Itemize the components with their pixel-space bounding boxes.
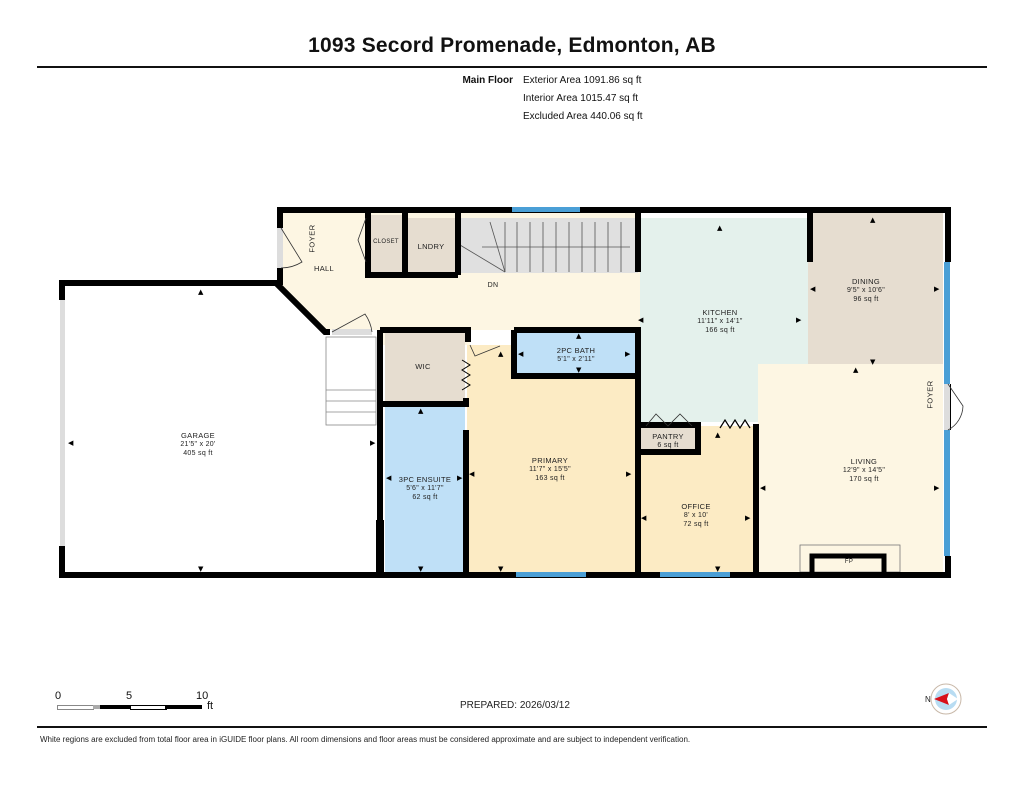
walls [59, 207, 951, 578]
svg-text:▶: ▶ [934, 285, 940, 293]
window-primary [516, 572, 586, 577]
doors [277, 217, 964, 431]
svg-text:◀: ◀ [469, 470, 475, 478]
room-label-3pc-ensuite: 3PC ENSUITE 5'6" x 11'7" 62 sq ft [398, 475, 452, 501]
living-fill-upper [808, 364, 943, 424]
area-values: Exterior Area 1091.86 sq ft Interior Are… [523, 72, 643, 126]
prepared-date: PREPARED: 2026/03/12 [460, 700, 570, 711]
disclaimer-text: White regions are excluded from total fl… [40, 735, 691, 744]
scale-segment [165, 705, 202, 709]
svg-text:▲: ▲ [198, 288, 204, 296]
room-label-hall: HALL [314, 264, 334, 273]
laundry-fill [407, 218, 455, 275]
office-fill [640, 452, 756, 572]
room-label-office: OFFICE 8' x 10' 72 sq ft [681, 502, 711, 528]
svg-text:▶: ▶ [796, 316, 802, 324]
room-label-dining: DINING 9'5" x 10'6" 96 sq ft [846, 277, 886, 303]
svg-text:▶: ▶ [626, 470, 632, 478]
header-rule [37, 66, 987, 68]
svg-text:▼: ▼ [715, 565, 721, 573]
room-label-wic: WIC [415, 362, 431, 371]
room-label-stairs-down: DN [487, 282, 499, 289]
svg-text:▲: ▲ [498, 350, 504, 358]
scale-unit: ft [207, 700, 214, 712]
window-office [660, 572, 730, 577]
room-label-closet: CLOSET [373, 239, 399, 245]
room-label-fireplace: FP [844, 559, 854, 565]
fireplace [809, 553, 887, 572]
stairs-fill [460, 218, 638, 273]
svg-text:▶: ▶ [934, 484, 940, 492]
scale-tick-0: 0 [55, 690, 62, 702]
svg-text:◀: ◀ [518, 350, 524, 358]
svg-text:▼: ▼ [870, 358, 876, 366]
compass-icon: N [925, 683, 962, 715]
room-label-laundry: LNDRY [417, 242, 445, 251]
svg-text:◀: ◀ [760, 484, 766, 492]
compass-north-label: N [925, 695, 931, 704]
room-label-pantry: PANTRY 6 sq ft [652, 432, 684, 449]
svg-text:◀: ◀ [638, 316, 644, 324]
svg-text:▼: ▼ [576, 366, 582, 374]
svg-text:▶: ▶ [370, 439, 376, 447]
svg-text:▶: ▶ [745, 514, 751, 522]
window-right-living [944, 430, 950, 556]
scale-segment [57, 705, 94, 710]
pantry-fill [640, 426, 696, 452]
dining-fill [808, 212, 943, 364]
svg-text:◀: ◀ [810, 285, 816, 293]
svg-text:▲: ▲ [870, 216, 876, 224]
windows [512, 207, 950, 577]
svg-text:▼: ▼ [498, 565, 504, 573]
floor-label: Main Floor [462, 75, 513, 86]
scale-segment [100, 705, 130, 709]
room-label-living: LIVING 12'9" x 14'5" 170 sq ft [842, 457, 886, 483]
scale-tick-5: 5 [126, 690, 133, 702]
page-title: 1093 Secord Promenade, Edmonton, AB [308, 34, 716, 57]
garage-steps [325, 336, 377, 426]
svg-text:◀: ◀ [68, 439, 74, 447]
window-top [512, 207, 580, 212]
svg-text:◀: ◀ [386, 474, 392, 482]
ensuite-fill [385, 405, 465, 572]
exterior-area: Exterior Area 1091.86 sq ft [523, 75, 642, 86]
scale-segment [130, 705, 167, 710]
room-label-foyer-right: FOYER [925, 380, 935, 409]
bath2-fill [516, 332, 636, 374]
garage-floor-line [376, 520, 384, 575]
excluded-area: Excluded Area 440.06 sq ft [523, 111, 643, 122]
room-label-foyer-left: FOYER [307, 224, 317, 253]
room-label-2pc-bath: 2PC BATH 5'1" x 2'11" [556, 346, 596, 363]
room-label-garage: GARAGE 21'5" x 20' 405 sq ft [180, 431, 216, 457]
svg-text:▲: ▲ [717, 224, 723, 232]
wic-fill [385, 332, 465, 402]
closet-fill [370, 215, 403, 275]
room-label-primary: PRIMARY 11'7" x 15'5" 163 sq ft [529, 456, 571, 482]
svg-text:▲: ▲ [418, 407, 424, 415]
svg-text:◀: ◀ [641, 514, 647, 522]
svg-text:▶: ▶ [625, 350, 631, 358]
stairs [459, 221, 630, 273]
dimension-arrows: ▲ ▲ ◀ ▶ ◀ ▶ ▼ ▲ ▲ ▼ ◀ ▶ ▲ ▼ ◀ ▶ ◀ ▶ ▲ ▼ ▲ ▼ ◀ ▶ ◀ ▶ ▲… [68, 216, 940, 573]
primary-fill [467, 345, 637, 572]
garage-door [60, 300, 65, 546]
svg-text:▼: ▼ [418, 565, 424, 573]
svg-text:▲: ▲ [853, 366, 859, 374]
interior-area: Interior Area 1015.47 sq ft [523, 93, 639, 104]
svg-text:▶: ▶ [457, 474, 463, 482]
room-label-kitchen: KITCHEN 11'11" x 14'1" 166 sq ft [697, 308, 743, 334]
scale-tick-10: 10 [196, 690, 209, 702]
svg-text:▲: ▲ [715, 431, 721, 439]
svg-text:▲: ▲ [576, 332, 582, 340]
footer-rule [37, 726, 987, 728]
window-right-dining [944, 262, 950, 384]
scale-segment [93, 705, 100, 709]
svg-text:▼: ▼ [198, 565, 204, 573]
office-upper-fill [696, 426, 756, 452]
